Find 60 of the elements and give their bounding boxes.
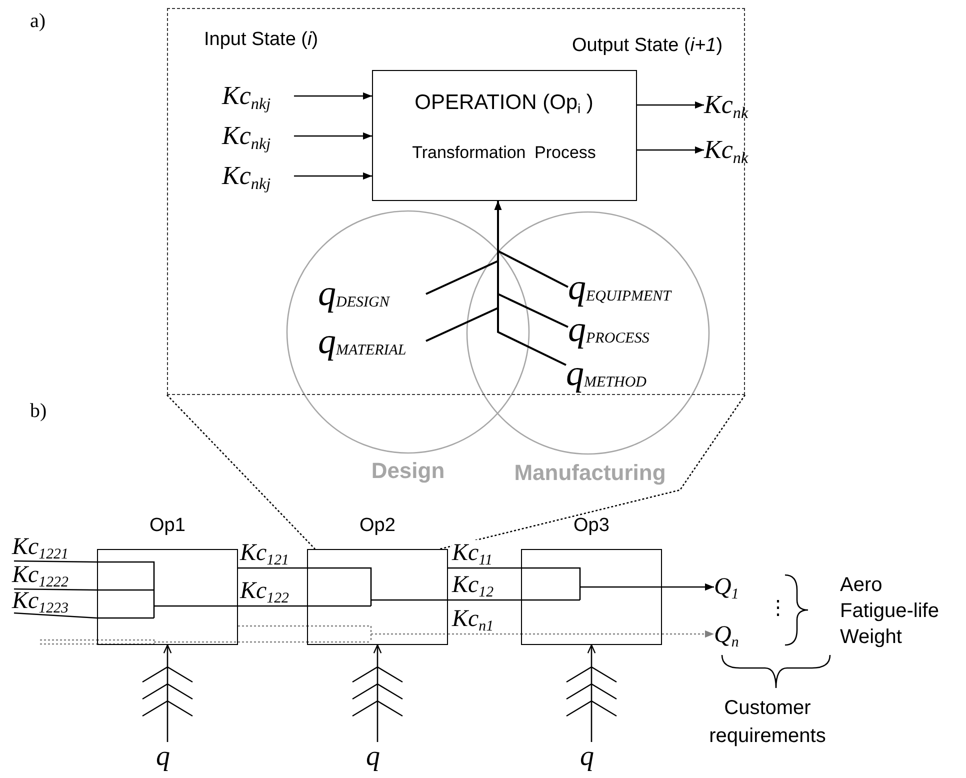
caption-label: Customer requirements [708,696,827,749]
math-label: Kc$_{nkj}$ [222,160,294,192]
box-title: OPERATION (Op$_{i}$ ) [414,91,594,118]
panel-label: b) [30,399,48,424]
feathered-arrow [142,644,194,743]
requirement-label: Fatigue-life [840,599,940,624]
circle-label: Design [370,457,446,485]
math-label: q [366,742,390,772]
circle-label: Manufacturing [513,459,667,487]
math-label: q$_{METHOD}$ [566,352,678,394]
requirement-label: Aero [840,573,884,598]
math-label: q$_{DESIGN}$ [318,272,426,314]
math-label: Kc$_{nk}$ [704,134,776,166]
arrow [294,92,372,100]
connector-line [448,567,521,569]
connector-line [40,643,97,645]
math-label: q [156,742,180,772]
math-label: q$_{MATERIAL}$ [318,320,426,362]
math-label: q$_{EQUIPMENT}$ [568,266,720,308]
arrow [494,201,566,366]
ellipsis: ⋮ [768,596,782,621]
arrow [662,583,714,591]
state-label: Output State (i+1) [572,34,724,58]
math-label: Kc$_{nkj}$ [222,120,294,152]
math-label: q$_{PROCESS}$ [568,308,680,350]
math-label: Kc$_{1221}$ [12,533,96,561]
math-label: q [580,742,604,772]
math-label: Kc$_{nkj}$ [222,80,294,112]
arrow [662,630,714,638]
connector-line [238,567,307,569]
connector-line [40,639,97,641]
panel-label: a) [30,9,47,34]
process-box [372,70,637,201]
math-label: Q$_{n}$ [714,620,754,650]
connector-line [14,612,98,619]
requirement-label: Weight [840,625,903,650]
math-label: Q$_{1}$ [714,572,754,602]
math-label: Kc$_{1222}$ [12,561,96,589]
connector-line [14,560,97,563]
connector-line [440,394,746,550]
connector-line [238,625,307,627]
box-heading: Op1 [148,515,186,538]
box-heading: Op3 [572,515,610,538]
box-text: Transformation Process [411,143,597,164]
math-label: Kc$_{1223}$ [12,589,96,613]
math-label: Kc$_{nk}$ [704,89,776,121]
arrow [637,101,704,109]
feathered-arrow [566,644,618,743]
connector-line [448,599,521,601]
box-heading: Op2 [358,515,396,538]
connector-line [238,605,307,607]
arrow [637,146,704,154]
feathered-arrow [352,644,404,743]
connector-line [166,394,316,550]
state-label: Input State (i) [204,28,320,52]
connector-line [238,641,307,643]
arrow [294,172,372,180]
arrow [294,132,372,140]
connector-line [448,633,521,635]
connector-line [14,588,97,591]
